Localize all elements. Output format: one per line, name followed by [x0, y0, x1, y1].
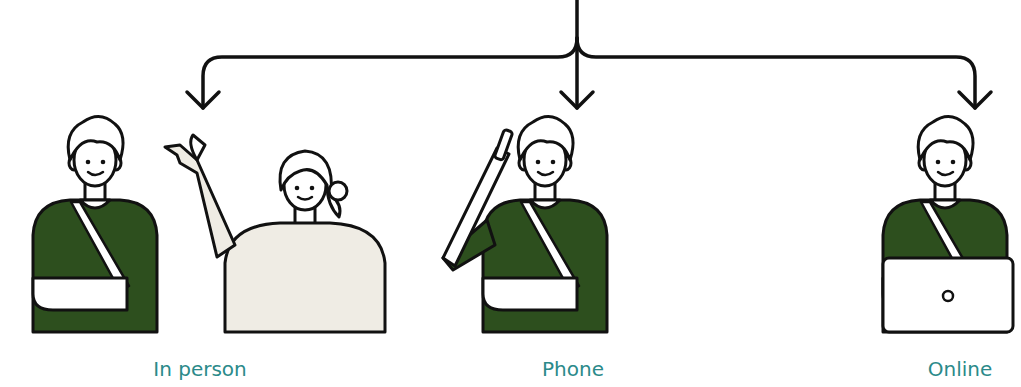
option-label: Online	[928, 357, 993, 381]
branch-arrows	[187, 0, 991, 108]
person-figure	[33, 116, 157, 332]
person-figure	[443, 116, 607, 332]
option-label: In person	[153, 357, 247, 381]
person-figure	[883, 116, 1013, 332]
person-figure	[165, 135, 385, 332]
option-label: Phone	[542, 357, 604, 381]
